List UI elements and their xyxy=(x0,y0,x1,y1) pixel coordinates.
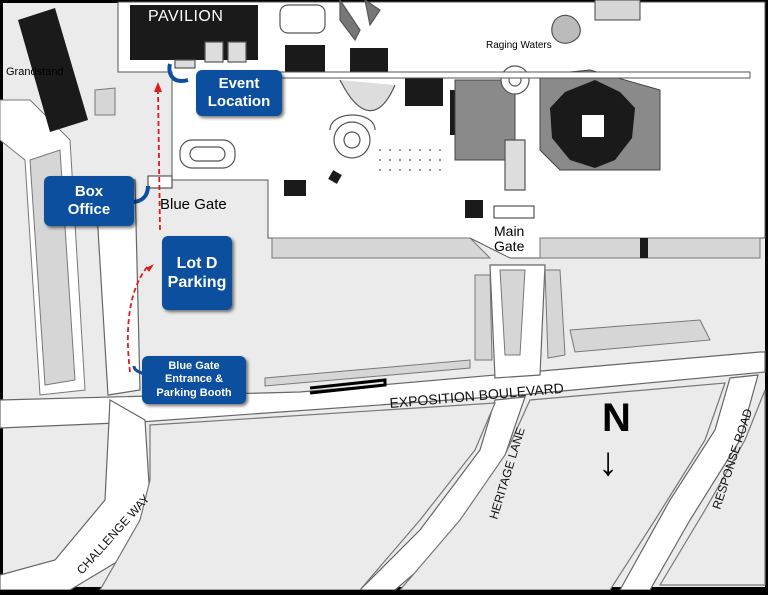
roads xyxy=(0,179,766,591)
grandstand-building xyxy=(18,8,88,132)
route-line-lower xyxy=(126,265,149,373)
building-e xyxy=(284,180,306,196)
route-line-upper xyxy=(157,89,161,231)
pavilion-label: PAVILION xyxy=(148,8,224,25)
north-arrow-icon: ↓ xyxy=(598,440,618,484)
building-a xyxy=(285,45,325,73)
median-4 xyxy=(569,319,711,353)
building-b xyxy=(350,48,388,72)
north-label: N xyxy=(602,396,631,440)
grandstand-label: Grandstand xyxy=(6,66,64,78)
building-g xyxy=(465,200,483,218)
block-southeast xyxy=(658,389,766,586)
walkway xyxy=(279,71,751,79)
lane-strip xyxy=(271,237,492,259)
building-f xyxy=(328,170,342,184)
star-pavilion xyxy=(550,80,635,168)
dotted-area xyxy=(379,149,441,171)
median-2 xyxy=(499,269,526,356)
median-3 xyxy=(544,269,566,359)
main-gate-marker xyxy=(493,205,535,219)
building-c xyxy=(405,78,443,106)
blue-gate-entrance-callout[interactable]: Blue Gate Entrance & Parking Booth xyxy=(142,356,246,404)
median-1 xyxy=(474,274,493,361)
event-location-callout[interactable]: Event Location xyxy=(196,70,282,116)
gates xyxy=(147,175,535,219)
blue-gate-label: Blue Gate xyxy=(160,196,227,213)
event-pointer xyxy=(167,63,189,83)
marker-1 xyxy=(640,238,648,258)
lane-strip-east xyxy=(539,237,761,259)
main-gate-label: Main Gate xyxy=(494,223,525,255)
small-kiosk xyxy=(94,87,116,116)
exposition-road xyxy=(0,351,766,429)
box-office-callout[interactable]: Box Office xyxy=(44,176,134,226)
lot-d-callout[interactable]: Lot D Parking xyxy=(162,236,232,310)
median-7 xyxy=(309,378,387,395)
boxoffice-pointer xyxy=(131,185,150,204)
route-arrow-lower xyxy=(146,264,154,272)
raging-waters-label: Raging Waters xyxy=(486,40,552,51)
median-5 xyxy=(264,359,471,387)
route-arrow-upper xyxy=(154,82,162,92)
details xyxy=(174,0,581,191)
